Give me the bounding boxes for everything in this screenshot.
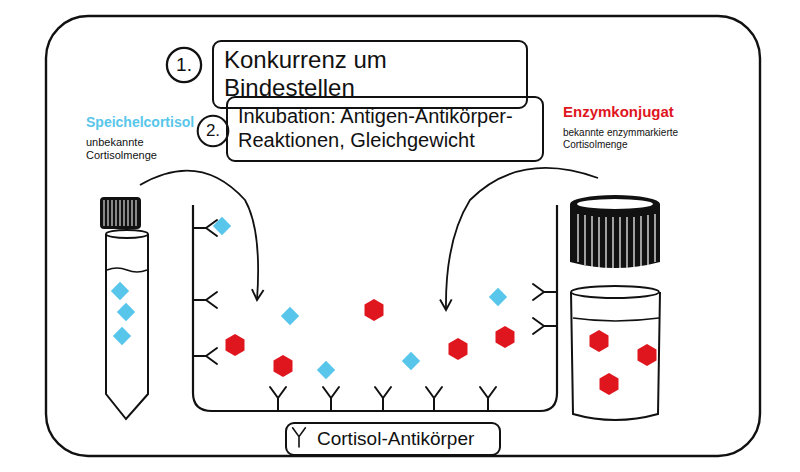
microtiter-well: [193, 205, 557, 411]
node-text: Cortisol-Antikörper: [317, 428, 489, 450]
step-box: Konkurrenz um Bindestellen: [212, 40, 528, 109]
step-box: Inkubation: Antigen-Antikörper- Reaktion…: [226, 96, 544, 162]
sample-title: Speichelcortisol: [86, 114, 216, 131]
sample-tube: [100, 197, 148, 419]
node-text: Konkurrenz um Bindestellen: [224, 46, 516, 103]
outer-frame: [46, 16, 760, 456]
antibody-symbol: [293, 428, 306, 447]
step-number: 1.: [165, 46, 203, 84]
node-text: Inkubation: Antigen-Antikörper- Reaktion…: [238, 105, 532, 152]
step-number: 2.: [196, 114, 230, 148]
pour-arrow: [140, 171, 258, 300]
node-text: 1.: [176, 54, 192, 76]
legend-box: Cortisol-Antikörper: [285, 422, 501, 456]
conjugate-beaker: [570, 195, 660, 420]
conjugate-title: Enzymkonjugat: [563, 103, 713, 121]
sample-note: unbekannte Cortisolmenge: [86, 136, 168, 162]
conjugate-note: bekannte enzymmarkierte Cortisolmenge: [563, 127, 713, 151]
pour-arrow: [446, 168, 598, 310]
node-text: 2.: [206, 121, 220, 141]
